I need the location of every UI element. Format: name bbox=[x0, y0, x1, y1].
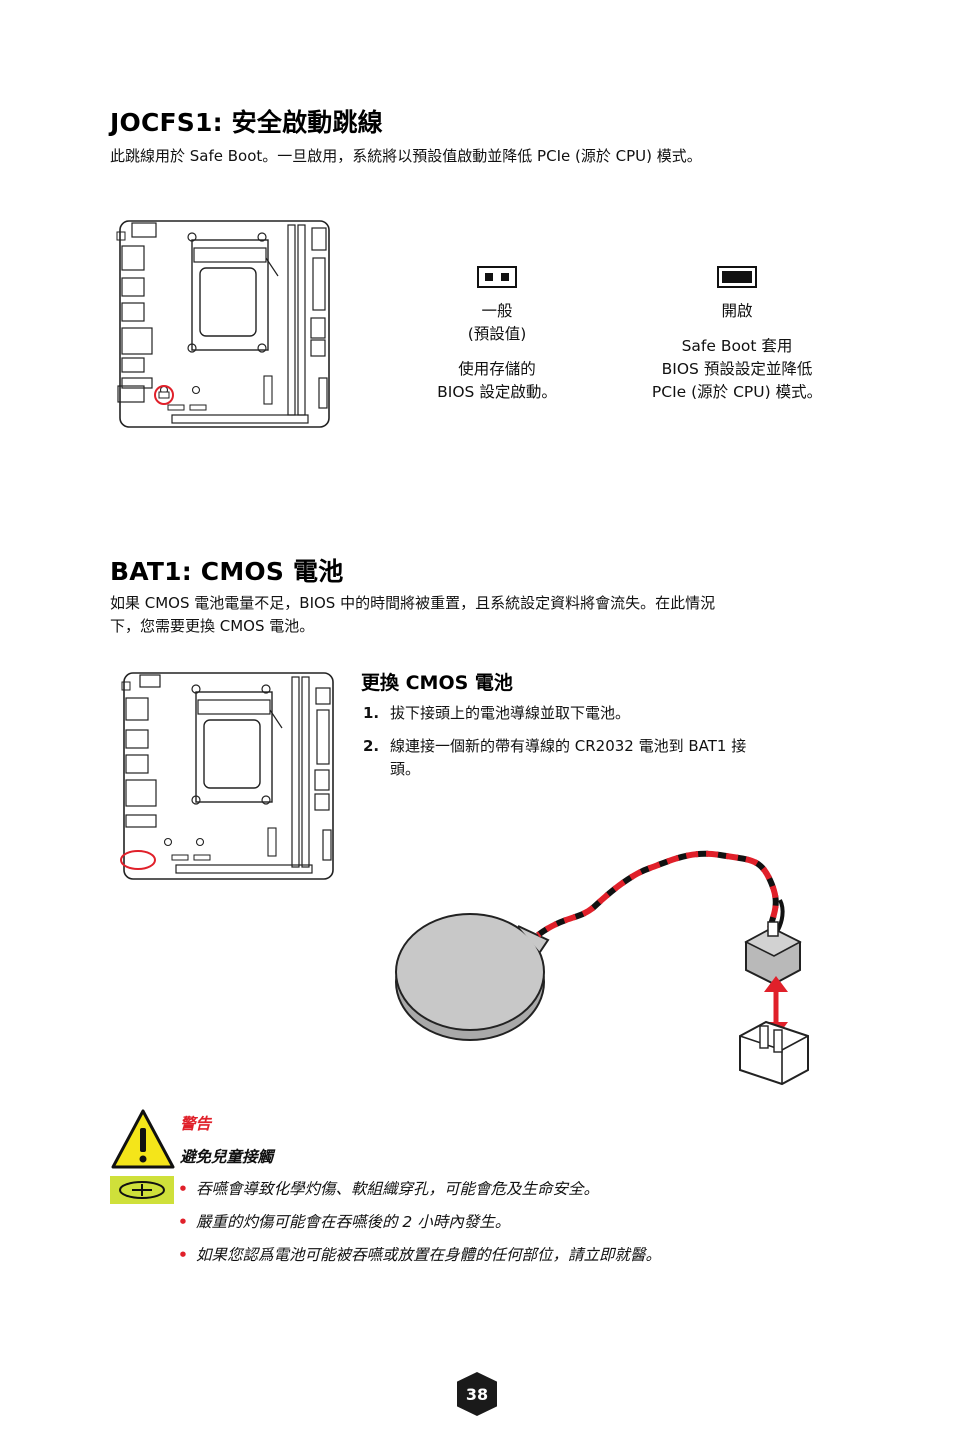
jumper-enabled-desc-1: Safe Boot 套用 bbox=[681, 337, 793, 355]
warning-item: • 吞嚥會導致化學灼傷、軟組織穿孔，可能會危及生命安全。 bbox=[178, 1178, 818, 1200]
warning-subtitle: 避免兒童接觸 bbox=[180, 1148, 274, 1166]
bullet-icon: • bbox=[178, 1180, 188, 1198]
replace-battery-title: 更換 CMOS 電池 bbox=[361, 672, 513, 694]
jumper-enabled-desc-3: PCIe (源於 CPU) 模式。 bbox=[651, 383, 823, 401]
jumper-normal-label: 一般 bbox=[481, 302, 513, 320]
warning-list: • 吞嚥會導致化學灼傷、軟組織穿孔，可能會危及生命安全。 • 嚴重的灼傷可能會在吞嚥… bbox=[178, 1178, 818, 1277]
step-text-line-2: 頭。 bbox=[390, 760, 421, 778]
bat1-title: BAT1: CMOS 電池 bbox=[110, 557, 344, 586]
bat1-description-2: 下，您需要更換 CMOS 電池。 bbox=[110, 617, 315, 635]
jocfs1-title: JOCFS1: 安全啟動跳線 bbox=[110, 108, 383, 137]
bullet-icon: • bbox=[178, 1246, 188, 1264]
warning-title: 警告 bbox=[180, 1115, 212, 1133]
jumper-enabled-icon bbox=[717, 266, 757, 288]
step-item: 2. 線連接一個新的帶有導線的 CR2032 電池到 BAT1 接 頭。 bbox=[363, 735, 843, 781]
warning-item-text: 如果您認爲電池可能被吞嚥或放置在身體的任何部位，請立即就醫。 bbox=[196, 1246, 662, 1264]
jocfs1-description: 此跳線用於 Safe Boot。一旦啟用，系統將以預設值啟動並降低 PCIe (… bbox=[110, 147, 702, 165]
warning-item-text: 嚴重的灼傷可能會在吞嚥後的 2 小時內發生。 bbox=[196, 1213, 511, 1231]
jumper-normal-desc-1: 使用存儲的 bbox=[458, 360, 536, 378]
jumper-normal-desc-2: BIOS 設定啟動。 bbox=[437, 383, 557, 401]
step-item: 1. 拔下接頭上的電池導線並取下電池。 bbox=[363, 702, 843, 725]
page-number-badge: 38 bbox=[457, 1372, 497, 1416]
bullet-icon: • bbox=[178, 1213, 188, 1231]
jumper-enabled-label: 開啟 bbox=[721, 302, 753, 320]
warning-item: • 嚴重的灼傷可能會在吞嚥後的 2 小時內發生。 bbox=[178, 1211, 818, 1233]
motherboard-diagram-bat1 bbox=[120, 672, 334, 880]
coin-battery-icon bbox=[110, 1176, 174, 1204]
motherboard-diagram-jocfs1 bbox=[116, 220, 330, 428]
jumper-normal-sublabel: (預設值) bbox=[467, 325, 527, 343]
warning-triangle-icon bbox=[111, 1109, 175, 1169]
jumper-normal-icon bbox=[477, 266, 517, 288]
step-number: 1. bbox=[363, 704, 380, 722]
step-text: 拔下接頭上的電池導線並取下電池。 bbox=[390, 704, 631, 722]
warning-item: • 如果您認爲電池可能被吞嚥或放置在身體的任何部位，請立即就醫。 bbox=[178, 1244, 818, 1266]
step-number: 2. bbox=[363, 737, 380, 755]
bat1-description-1: 如果 CMOS 電池電量不足，BIOS 中的時間將被重置，且系統設定資料將會流失… bbox=[110, 594, 716, 612]
replace-steps-list: 1. 拔下接頭上的電池導線並取下電池。 2. 線連接一個新的帶有導線的 CR20… bbox=[363, 702, 843, 791]
warning-item-text: 吞嚥會導致化學灼傷、軟組織穿孔，可能會危及生命安全。 bbox=[196, 1180, 600, 1198]
jumper-enabled-desc-2: BIOS 預設設定並降低 bbox=[661, 360, 813, 378]
cmos-battery-illustration bbox=[395, 850, 809, 1086]
step-text-line-1: 線連接一個新的帶有導線的 CR2032 電池到 BAT1 接 bbox=[390, 737, 747, 755]
